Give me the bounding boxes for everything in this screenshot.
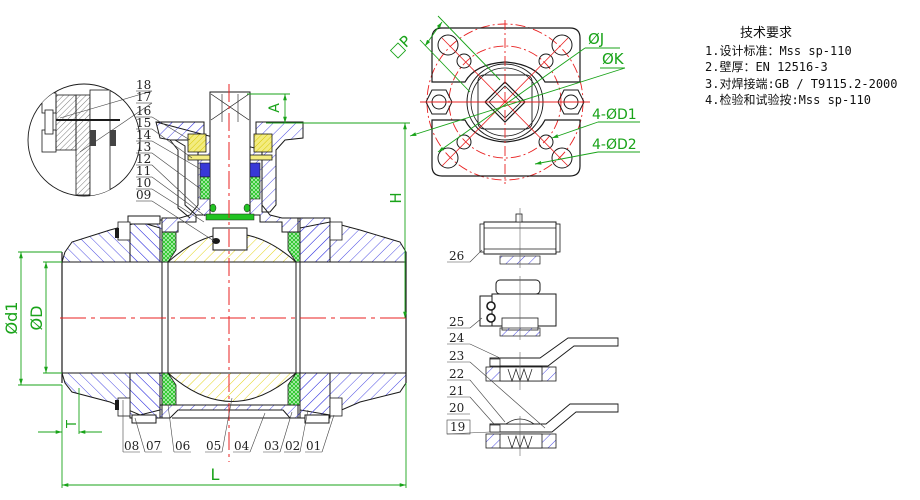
electric-actuator bbox=[479, 276, 557, 340]
part-label-11: 11 bbox=[136, 164, 151, 178]
part-label-15: 15 bbox=[136, 116, 151, 130]
part-label-13: 13 bbox=[136, 140, 151, 154]
part-label-09: 09 bbox=[136, 188, 151, 202]
requirement-item: 2.壁厚：EN 12516-3 bbox=[705, 60, 828, 74]
dim-label-l: L bbox=[211, 465, 220, 484]
lever-handle-lower bbox=[485, 403, 619, 456]
gland-left bbox=[187, 133, 207, 153]
dim-label-j: ØJ bbox=[588, 30, 604, 48]
dimension-lines bbox=[18, 93, 410, 488]
flange-lower bbox=[431, 119, 581, 177]
dim-label-h: H bbox=[387, 192, 405, 203]
ball-bottom bbox=[166, 372, 298, 402]
dim-label-4d1: 4-ØD1 bbox=[592, 107, 637, 123]
lever-handle-upper bbox=[485, 337, 619, 390]
stem bbox=[209, 91, 251, 219]
actuator-leaders bbox=[447, 249, 483, 329]
seat-right-bottom bbox=[287, 372, 301, 406]
part-label-20: 20 bbox=[449, 401, 464, 415]
part-label-04: 04 bbox=[234, 439, 250, 453]
part-label-23: 23 bbox=[449, 349, 464, 363]
part-label-19: 19 bbox=[450, 420, 465, 434]
dim-label-p: □P bbox=[386, 32, 415, 61]
dim-label-t: T bbox=[65, 420, 80, 429]
seat-left-bottom bbox=[161, 372, 177, 406]
part-label-12: 12 bbox=[136, 152, 151, 166]
dim-label-d1: Ød1 bbox=[2, 302, 21, 335]
part-label-16: 16 bbox=[136, 104, 151, 118]
part-label-21: 21 bbox=[449, 384, 464, 398]
packing-top-right bbox=[249, 162, 261, 178]
requirement-item: 1.设计标准：Mss sp-110 bbox=[705, 43, 852, 58]
part-label-07: 07 bbox=[146, 439, 161, 453]
part-label-17: 17 bbox=[136, 90, 151, 104]
requirements-title: 技术要求 bbox=[740, 26, 793, 41]
packing-right bbox=[249, 176, 261, 200]
part-label-25: 25 bbox=[449, 315, 464, 329]
requirement-item: 4.检验和试验按:Mss sp-110 bbox=[705, 93, 871, 107]
part-label-06: 06 bbox=[175, 439, 190, 453]
dim-label-k: ØK bbox=[602, 50, 625, 68]
part-label-05: 05 bbox=[206, 439, 221, 453]
handle-leaders bbox=[446, 343, 546, 435]
part-label-22: 22 bbox=[449, 367, 464, 381]
section-view bbox=[60, 84, 410, 462]
part-label-02: 02 bbox=[285, 439, 300, 453]
dim-label-a: A bbox=[267, 103, 283, 113]
part-label-10: 10 bbox=[136, 176, 151, 190]
bottom-part-labels bbox=[122, 397, 335, 453]
part-label-26: 26 bbox=[449, 249, 464, 263]
left-part-leaders bbox=[59, 90, 215, 242]
packing-left bbox=[199, 176, 211, 200]
center-body-bottom bbox=[159, 404, 301, 419]
gland-right bbox=[253, 133, 273, 153]
part-label-01: 01 bbox=[306, 439, 321, 453]
part-label-08: 08 bbox=[124, 439, 139, 453]
dim-label-d: ØD bbox=[27, 306, 46, 331]
technical-requirements: 技术要求 1.设计标准：Mss sp-110 2.壁厚：EN 12516-3 3… bbox=[705, 26, 898, 109]
top-view bbox=[409, 15, 640, 184]
part-label-18: 18 bbox=[136, 78, 151, 92]
part-label-24: 24 bbox=[449, 331, 465, 345]
pneumatic-actuator bbox=[479, 208, 561, 268]
detail-circle bbox=[27, 83, 141, 197]
dim-label-4d2: 4-ØD2 bbox=[592, 137, 637, 153]
part-label-14: 14 bbox=[136, 128, 152, 142]
requirement-item: 3.对焊接端:GB / T9115.2-2000 bbox=[705, 76, 898, 91]
part-label-03: 03 bbox=[264, 439, 279, 453]
